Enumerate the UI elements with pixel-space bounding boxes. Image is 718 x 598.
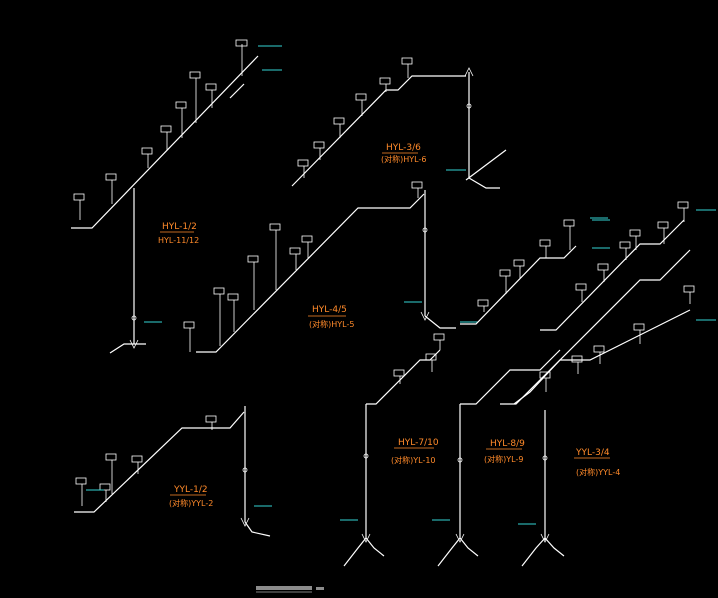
riser-tag-sub: (对称)YYL-4 (576, 467, 620, 477)
riser-tag-main: YYL-1/2 (173, 485, 208, 495)
riser-tag-hyl-1-2: HYL-1/2 HYL-11/12 (158, 222, 199, 245)
riser-tag-sub: (对称)YYL-2 (169, 498, 213, 508)
riser-tag-main: HYL-3/6 (386, 143, 421, 153)
riser-tag-sub: (对称)YL-10 (391, 455, 436, 465)
riser-tag-main: HYL-7/10 (398, 438, 439, 448)
riser-tag-main: HYL-8/9 (490, 439, 525, 449)
riser-tag-yyl-3-4: YYL-3/4 (对称)YYL-4 (574, 448, 620, 477)
riser-tag-hyl-4-5: HYL-4/5 (对称)HYL-5 (308, 305, 354, 329)
pipe-system-yyl-1-2 (74, 406, 272, 537)
riser-tag-main: HYL-4/5 (312, 305, 347, 315)
riser-tag-sub: (对称)HYL-5 (309, 319, 354, 329)
pipe-system-hyl-8-9-upper (460, 217, 610, 325)
pipe-system-hyl-7-10 (340, 333, 445, 567)
pipe-system-hyl-3-6 (291, 57, 507, 189)
pipe-system-hyl-8-9 (432, 349, 561, 567)
riser-tag-sub: HYL-11/12 (158, 236, 199, 245)
pipe-system-hyl-4-5 (183, 181, 478, 353)
riser-tag-hyl-8-9: HYL-8/9 (对称)YL-9 (484, 439, 525, 464)
pipe-system-right (500, 201, 716, 405)
riser-tag-sub: (对称)YL-9 (484, 454, 523, 464)
riser-tag-yyl-1-2: YYL-1/2 (对称)YYL-2 (169, 485, 213, 508)
drawing-caption (256, 586, 324, 593)
riser-tag-hyl-3-6: HYL-3/6 (对称)HYL-6 (381, 143, 426, 164)
riser-tag-hyl-7-10: HYL-7/10 (对称)YL-10 (391, 438, 439, 465)
pipe-system-yyl-3-4 (518, 410, 565, 567)
riser-tag-sub: (对称)HYL-6 (381, 154, 426, 164)
pipe-system-hyl-1-2 (71, 39, 282, 354)
riser-tag-main: HYL-1/2 (162, 222, 197, 232)
riser-tag-main: YYL-3/4 (575, 448, 610, 458)
